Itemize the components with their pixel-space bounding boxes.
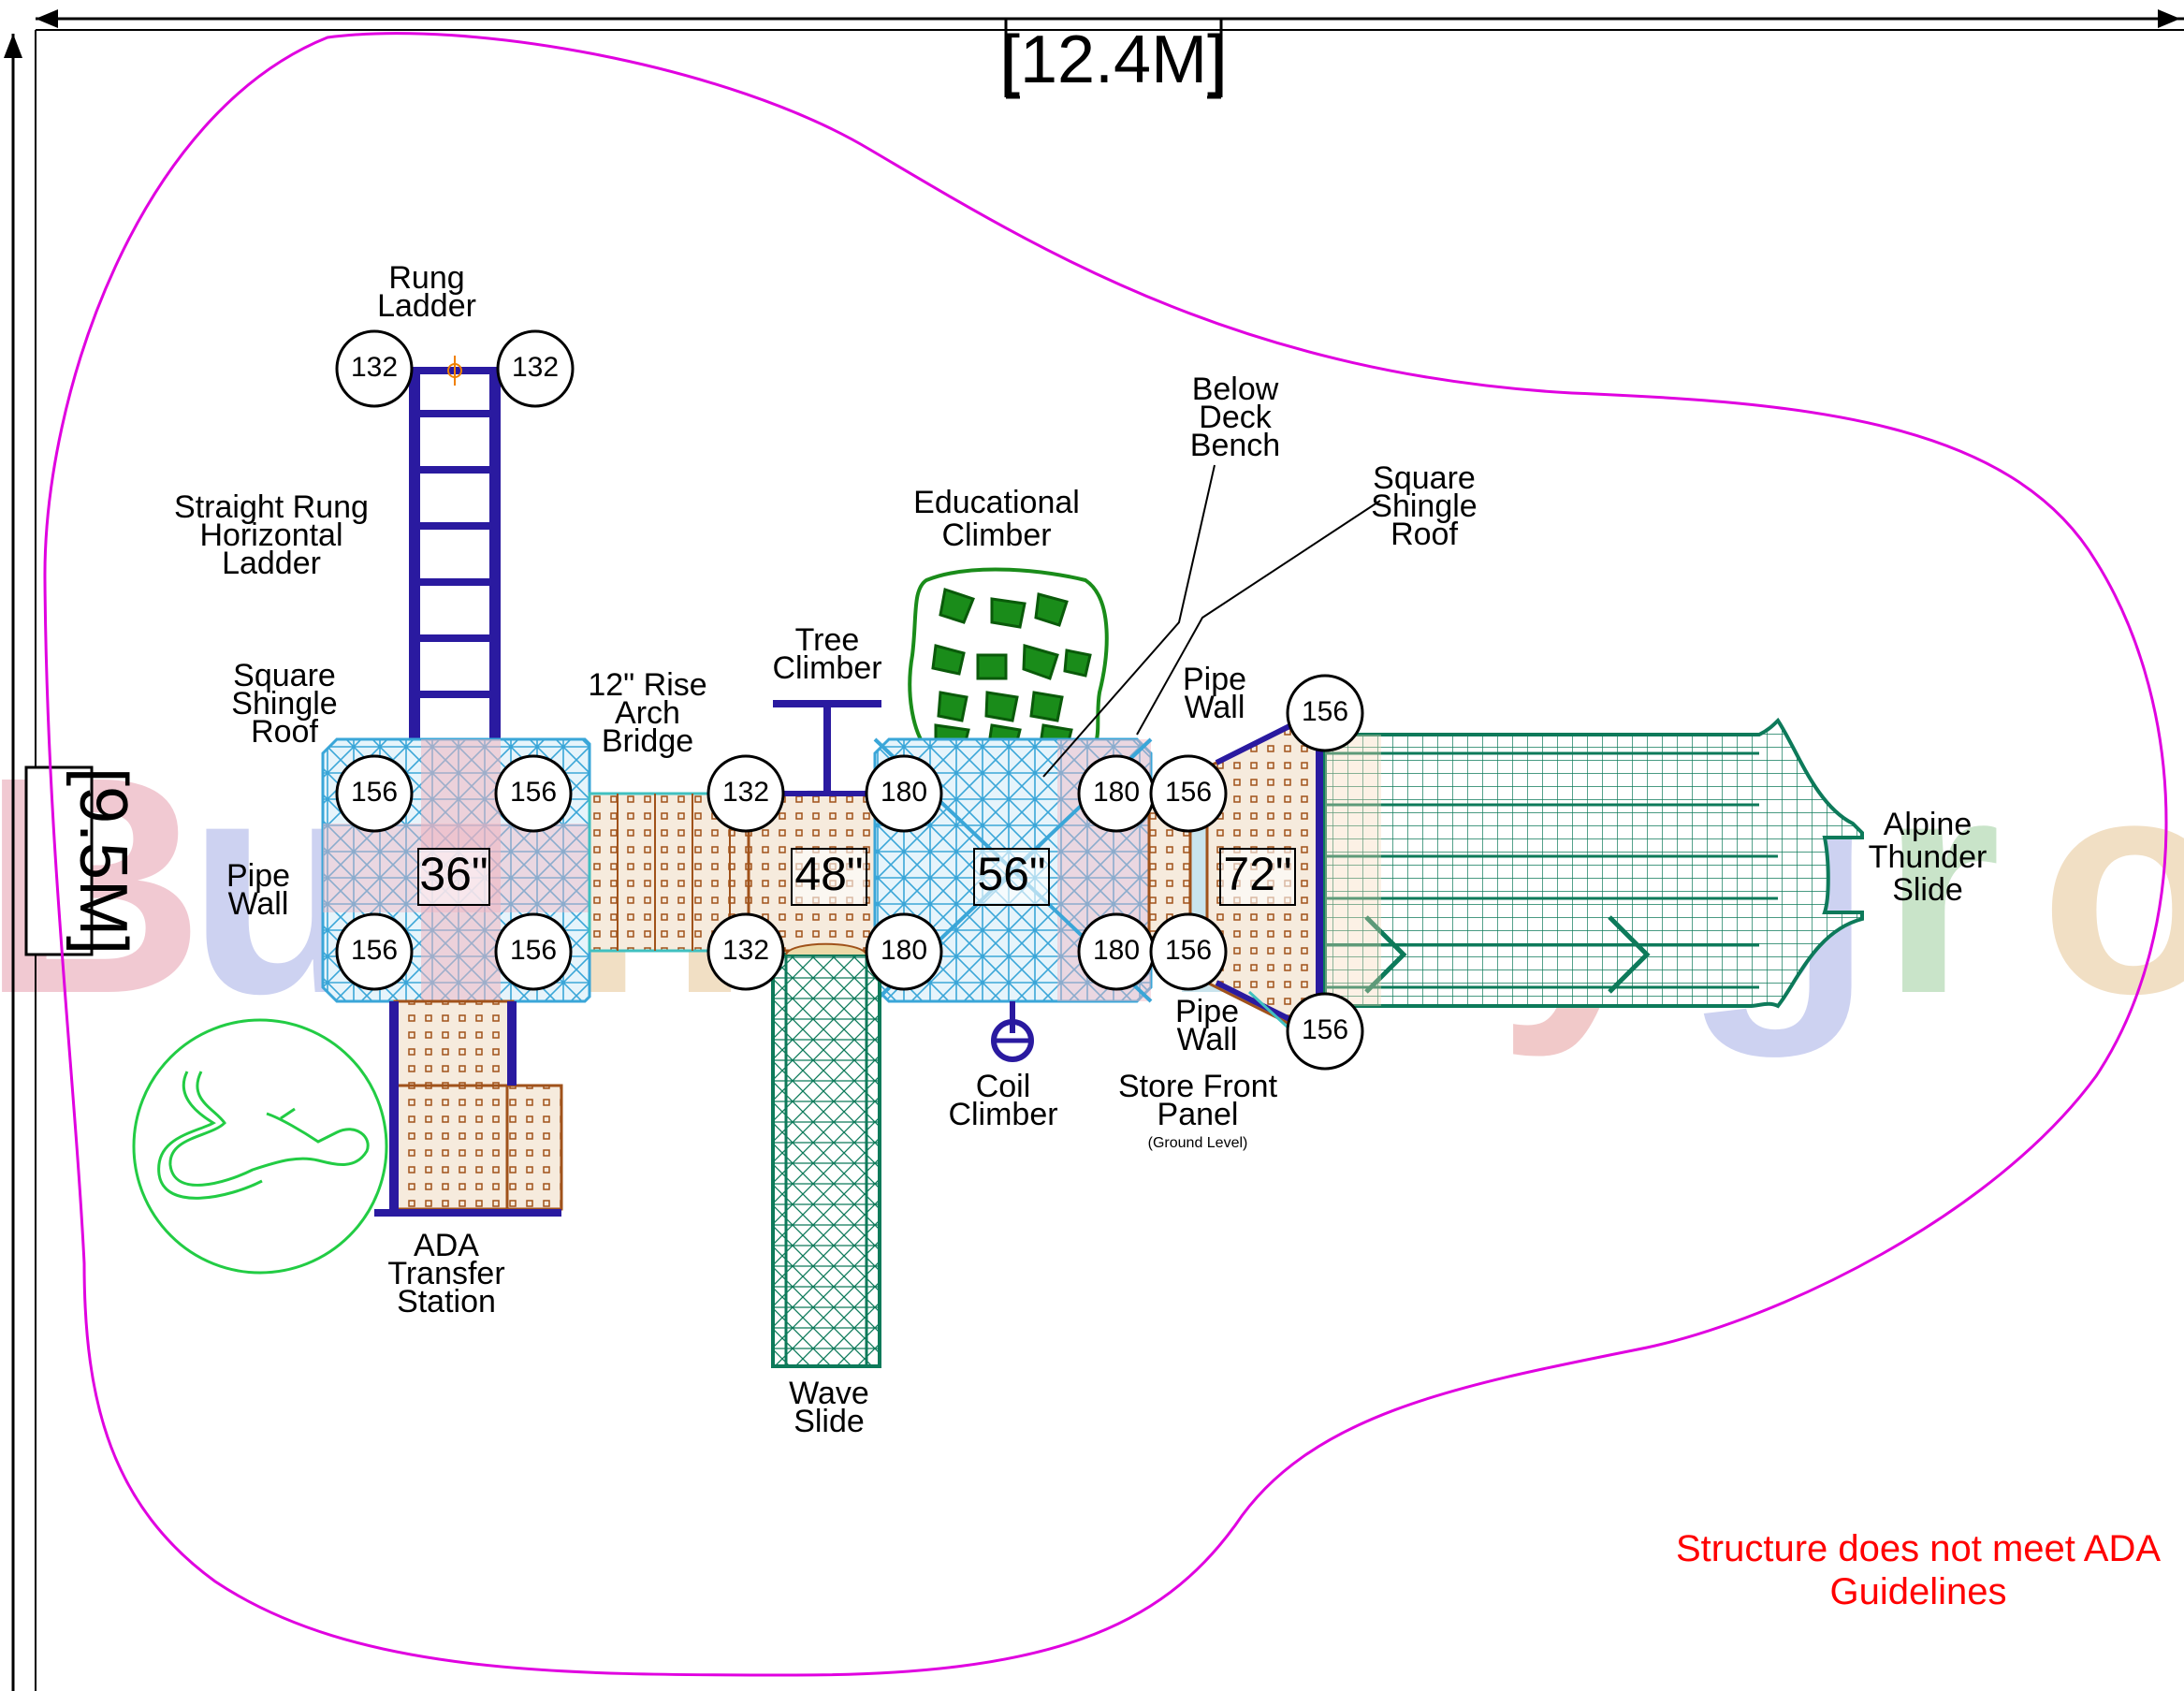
svg-text:156: 156 <box>1165 777 1212 808</box>
deck-3-post-br: 180 <box>1077 912 1156 991</box>
deck-4-height: 72" <box>1219 848 1296 906</box>
width-label: [12.4M] <box>1001 22 1226 97</box>
ladder-post-left: 132 <box>335 329 414 408</box>
deck-1-post-tl: 156 <box>335 754 414 833</box>
deck-4-post-bl: 156 <box>1149 912 1228 991</box>
svg-text:180: 180 <box>881 935 927 966</box>
deck-2-post-tl: 132 <box>706 754 785 833</box>
deck-4-post-top: 156 <box>1286 674 1364 752</box>
deck-2-height: 48" <box>791 848 867 906</box>
svg-text:132: 132 <box>722 777 769 808</box>
svg-text:132: 132 <box>512 352 559 383</box>
safety-zone-boundary <box>43 32 2168 1677</box>
label-store-front-note: (Ground Level) <box>1148 1135 1248 1151</box>
alpine-thunder-slide <box>1323 717 1864 1009</box>
svg-text:156: 156 <box>1302 1014 1348 1045</box>
tree-climber <box>773 700 881 794</box>
deck-1-post-br: 156 <box>494 912 573 991</box>
deck-3-height: 56" <box>973 848 1050 906</box>
svg-text:132: 132 <box>351 352 398 383</box>
svg-text:156: 156 <box>351 777 398 808</box>
drawing-frame <box>4 9 2184 1691</box>
deck-1-post-bl: 156 <box>335 912 414 991</box>
ada-transfer-station <box>374 999 563 1217</box>
svg-text:156: 156 <box>351 935 398 966</box>
deck-3-post-tl: 180 <box>865 754 943 833</box>
deck-1-post-tr: 156 <box>494 754 573 833</box>
svg-text:o: o <box>2040 712 2184 1057</box>
svg-text:156: 156 <box>1165 935 1212 966</box>
ada-accessibility-icon <box>132 1018 388 1275</box>
svg-text:132: 132 <box>722 935 769 966</box>
svg-text:48": 48" <box>794 848 863 900</box>
svg-text:156: 156 <box>510 935 557 966</box>
svg-text:36": 36" <box>419 848 488 900</box>
svg-text:180: 180 <box>1093 777 1140 808</box>
svg-text:156: 156 <box>510 777 557 808</box>
svg-text:180: 180 <box>1093 935 1140 966</box>
height-dimension: [9.5M] <box>24 765 140 956</box>
width-dimension: [12.4M] <box>1001 17 1226 99</box>
deck-4-post-tl: 156 <box>1149 754 1228 833</box>
wave-slide <box>771 942 881 1368</box>
deck-3-post-bl: 180 <box>865 912 943 991</box>
ladder-post-right: 132 <box>496 329 575 408</box>
svg-text:180: 180 <box>881 777 927 808</box>
horizontal-ladder <box>409 356 501 741</box>
deck-3-post-tr: 180 <box>1077 754 1156 833</box>
leader-lines <box>1042 464 1381 778</box>
height-label: [9.5M] <box>66 767 140 955</box>
svg-text:r: r <box>1881 712 2001 1057</box>
deck-1-height: 36" <box>417 848 490 906</box>
svg-text:72": 72" <box>1223 848 1291 900</box>
svg-text:156: 156 <box>1302 696 1348 727</box>
coil-climber <box>991 1001 1034 1062</box>
deck-4-post-bottom: 156 <box>1286 992 1364 1071</box>
deck-2-post-bl: 132 <box>706 912 785 991</box>
educational-climber <box>908 567 1109 751</box>
svg-text:56": 56" <box>977 848 1045 900</box>
